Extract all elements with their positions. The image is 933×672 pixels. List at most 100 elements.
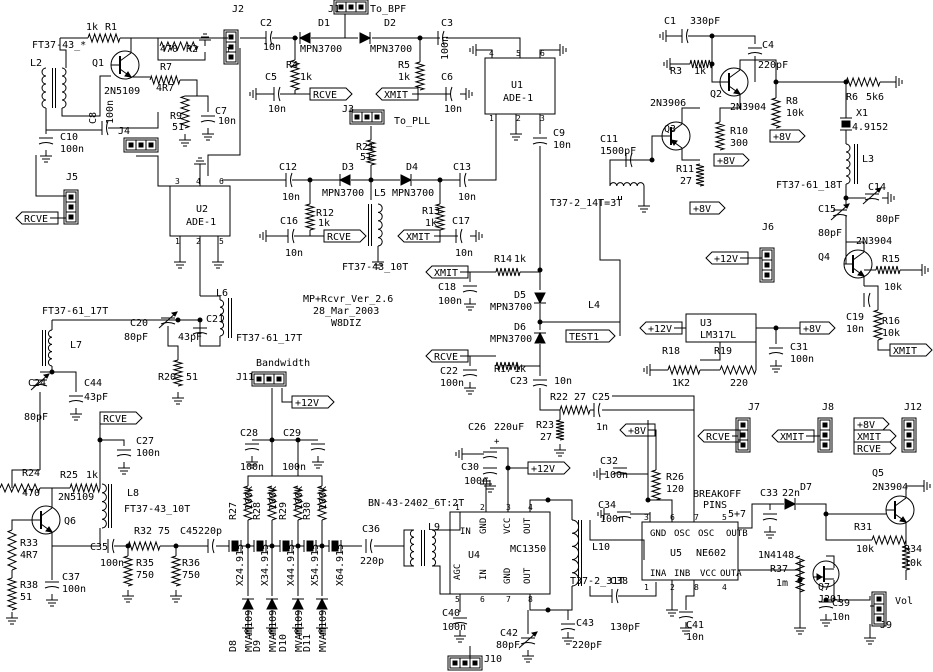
d4-xmit-port-text: XMIT [406, 232, 430, 243]
c12-ref: C12 [279, 162, 297, 173]
pins-label: PINS [703, 500, 727, 511]
u3-8v-port-text: +8V [803, 324, 821, 335]
r19-ref: R19 [714, 346, 732, 357]
wire [864, 285, 879, 310]
c39-ref: C39 [832, 598, 850, 609]
wire [61, 75, 111, 117]
capacitor-c10 [38, 137, 54, 145]
capacitor-c26 [482, 451, 498, 459]
l7-value-top: FT37-61_17T [42, 306, 108, 317]
wire [52, 371, 77, 392]
capacitor-c30 [482, 467, 498, 475]
capacitor-c44 [68, 395, 84, 403]
u5-pin5: 5 [722, 513, 727, 522]
ground-symbol [666, 604, 678, 617]
x5-value: 4.915 [310, 544, 321, 574]
u5-pin-osc1: OSC [674, 529, 690, 539]
r24-ref: R24 [22, 468, 40, 479]
header-j6 [759, 247, 775, 283]
d11-value: MVAM109 [318, 610, 329, 652]
u2-pin4: 4 [196, 177, 201, 186]
capacitor-c40 [452, 617, 468, 625]
r35-ref: R35 [136, 558, 154, 569]
resistor-r15 [875, 265, 901, 275]
diode-d10 [292, 597, 304, 610]
capacitor-c11 [625, 152, 633, 168]
ic-u5 [641, 521, 739, 581]
r10-value: 300 [730, 138, 748, 149]
wire [548, 499, 573, 520]
u5-value: NE602 [696, 548, 726, 559]
q1-value: 2N5109 [104, 86, 140, 97]
q2-8v-port-2-text: +8V [717, 156, 735, 167]
r31-value: 10k [856, 544, 874, 555]
resistor-r31 [871, 534, 907, 546]
c31-value: 100n [790, 354, 814, 365]
bandwidth-label: Bandwidth [256, 358, 310, 369]
q3-ref: Q3 [664, 124, 676, 135]
capacitor-c20 [160, 317, 176, 325]
test1-port-text: TEST1 [569, 332, 599, 343]
r24-value: 470 [22, 488, 40, 499]
capacitor-c6 [445, 86, 453, 102]
r9-value: 51 [172, 122, 184, 133]
d4-ref: D4 [406, 162, 418, 173]
capacitor-c1 [681, 28, 689, 44]
transistor-q7 [812, 560, 840, 588]
r5-ref: R5 [398, 60, 410, 71]
u2-ref: U2 [196, 204, 208, 215]
c6-ref: C6 [441, 72, 453, 83]
u2-value: ADE-1 [186, 217, 216, 228]
crystal-x1 [840, 117, 852, 131]
c7-ref: C7 [215, 106, 227, 117]
c8-ref: C8 [88, 112, 99, 124]
ic-u3 [685, 313, 757, 343]
r18-ref: R18 [662, 346, 680, 357]
r30-value: 100k [318, 486, 329, 510]
capacitor-c2 [265, 30, 273, 46]
ground-symbol [794, 622, 806, 635]
ground-symbol [680, 622, 692, 635]
j6-ref: J6 [762, 222, 774, 233]
c26-ref: C26 [468, 422, 486, 433]
wire [711, 64, 720, 83]
ground-symbol [562, 632, 574, 645]
c5-value: 10n [268, 104, 286, 115]
ground-symbol [820, 614, 832, 627]
d2-ref: D2 [384, 18, 396, 29]
r12-value: 1k [318, 218, 330, 229]
c15-ref: C15 [818, 204, 836, 215]
c26-plus: + [494, 437, 500, 447]
c16-value: 10n [285, 248, 303, 259]
resistor-r9 [179, 95, 191, 129]
q7-value: J201 [818, 594, 842, 605]
ground-symbol [864, 632, 876, 645]
u5-pin-outb: OUTB [726, 529, 748, 539]
u3-12v-port [639, 321, 683, 335]
r27-value: 100k [244, 486, 255, 510]
wire [136, 155, 180, 187]
u3-12v-port-text: +12V [648, 324, 672, 335]
resistor-r33 [6, 529, 18, 571]
resistor-r8 [770, 97, 782, 129]
c41-value: 10n [686, 632, 704, 643]
q6-ref: Q6 [64, 516, 76, 527]
d2-value: MPN3700 [370, 44, 412, 55]
ground-symbol [522, 650, 534, 663]
q6-rcve-port-text: RCVE [103, 414, 127, 425]
header-j2 [223, 29, 239, 65]
wire [35, 155, 66, 197]
j6-12v-port [705, 251, 749, 265]
r27-ref: R27 [228, 502, 239, 520]
wire [167, 326, 179, 360]
u1-value: ADE-1 [503, 93, 533, 104]
d7-value: 1N4148 [758, 550, 794, 561]
j5-rcve-port-text: RCVE [24, 214, 48, 225]
r3-ref: R3 [670, 66, 682, 77]
c33-ref: C33 [760, 488, 778, 499]
r15-ref: R15 [882, 254, 900, 265]
u3-ref: U3 [700, 318, 712, 329]
d8-ref: D8 [228, 640, 239, 652]
resistor-r32 [127, 540, 161, 552]
